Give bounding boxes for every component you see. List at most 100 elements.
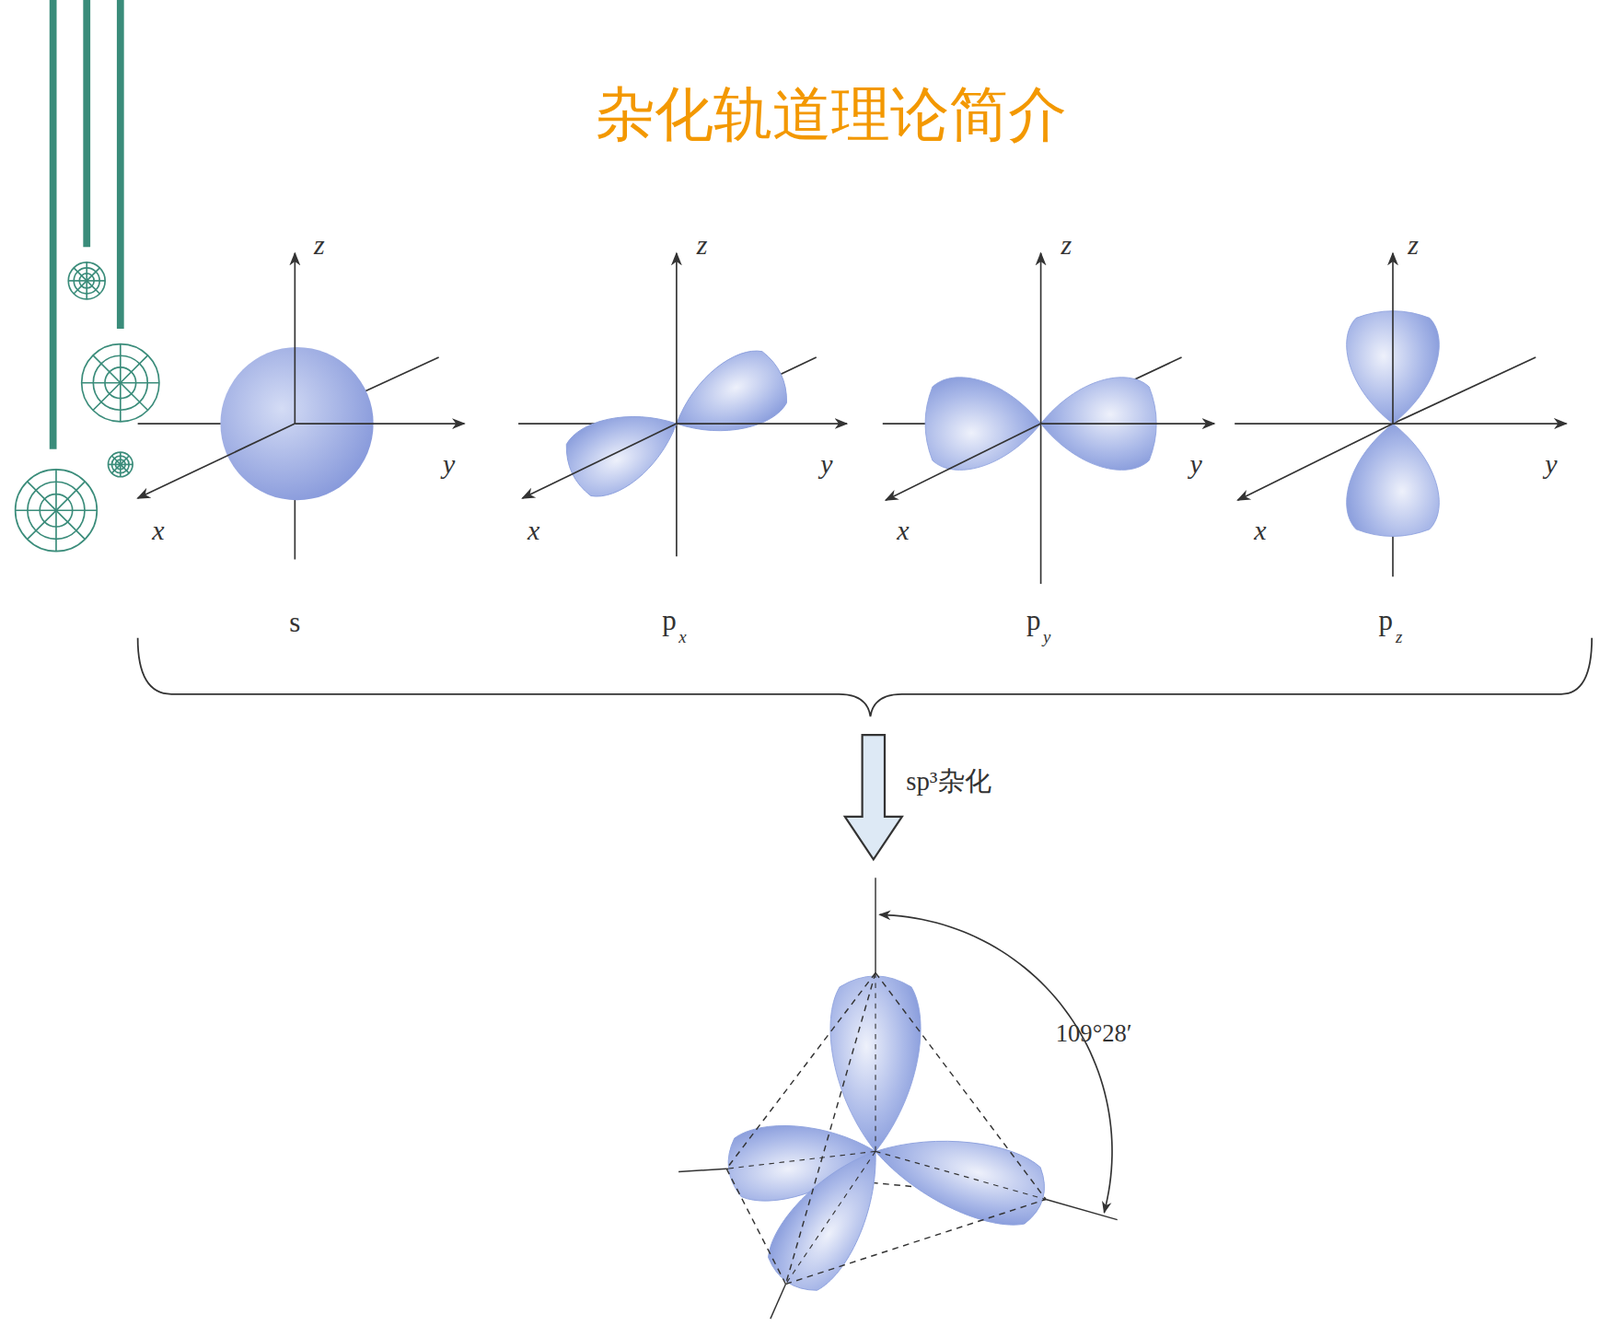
ornament bbox=[55, 469, 58, 511]
tetrahedron-edge bbox=[785, 1198, 1046, 1284]
bond-axis bbox=[678, 1168, 727, 1172]
ornament bbox=[119, 452, 122, 464]
ornament bbox=[120, 463, 133, 466]
axis-label: y bbox=[442, 450, 455, 478]
axis-label: x bbox=[527, 516, 540, 545]
axis-label: z bbox=[313, 231, 325, 259]
ornament bbox=[85, 262, 88, 281]
ornament bbox=[119, 463, 122, 476]
orbital-lobe bbox=[865, 1115, 1054, 1235]
bond-axis bbox=[874, 877, 876, 973]
axis-line bbox=[138, 423, 296, 499]
ornament bbox=[81, 344, 160, 422]
axis-label: z bbox=[1407, 231, 1419, 259]
orbital-panel bbox=[882, 253, 1215, 584]
ornament bbox=[56, 481, 85, 511]
tetrahedron-edge bbox=[874, 972, 876, 1151]
tetrahedron-edge bbox=[785, 1150, 876, 1284]
orbital-panel bbox=[1234, 253, 1566, 577]
orbital-panel bbox=[138, 253, 465, 560]
orbital-name: s bbox=[289, 608, 301, 638]
angle-arc bbox=[880, 914, 1113, 1213]
ornament bbox=[73, 280, 87, 294]
ornament bbox=[111, 455, 120, 464]
axis-label: z bbox=[1060, 231, 1072, 259]
ornament bbox=[120, 382, 149, 411]
axis-label: x bbox=[151, 516, 164, 545]
orbital-name: p bbox=[1026, 605, 1042, 635]
orbital-name: p bbox=[1378, 605, 1393, 635]
ornament bbox=[15, 469, 98, 552]
tetrahedron-edge bbox=[875, 1150, 1046, 1199]
tetrahedron-edge bbox=[875, 972, 1046, 1199]
ornament bbox=[81, 382, 121, 384]
ornament bbox=[73, 267, 87, 281]
axis-label: y bbox=[1544, 450, 1557, 478]
ornament bbox=[55, 510, 58, 551]
orbital-lobe bbox=[830, 975, 921, 1151]
axis-line bbox=[294, 422, 464, 425]
ornament bbox=[107, 463, 120, 466]
ornament bbox=[85, 280, 88, 300]
orbital-lobe bbox=[1346, 423, 1440, 536]
ornament bbox=[15, 509, 57, 511]
ornament bbox=[86, 279, 105, 282]
axis-line bbox=[522, 423, 677, 499]
orbital-subscript: y bbox=[1043, 627, 1051, 646]
axis-label: y bbox=[820, 450, 833, 478]
ornament bbox=[68, 279, 87, 282]
ornament bbox=[120, 463, 129, 473]
annotation: sp³杂化 bbox=[905, 767, 991, 795]
axis-line bbox=[675, 253, 678, 424]
ornament bbox=[92, 355, 121, 383]
ornament bbox=[120, 355, 149, 383]
axis-line bbox=[294, 253, 297, 424]
axis-label: x bbox=[896, 516, 909, 545]
ornament bbox=[111, 463, 120, 473]
ornament bbox=[120, 455, 129, 464]
axis-line bbox=[1234, 422, 1393, 425]
axis-label: y bbox=[1189, 450, 1202, 478]
tetrahedron-edge bbox=[726, 1150, 876, 1169]
orbital-subscript: x bbox=[678, 627, 686, 646]
ornament bbox=[27, 481, 57, 511]
bond-axis bbox=[770, 1283, 787, 1319]
axis-line bbox=[1040, 253, 1043, 424]
axis-label: x bbox=[1253, 516, 1266, 545]
ornament bbox=[107, 452, 133, 477]
axis-line bbox=[1392, 422, 1566, 425]
ornament bbox=[68, 262, 105, 300]
slide-title: 杂化轨道理论简介 bbox=[595, 84, 1067, 144]
axis-line bbox=[1040, 423, 1043, 584]
annotation: 109°28′ bbox=[1055, 1020, 1133, 1045]
ornament bbox=[120, 382, 160, 384]
orbital-lobe bbox=[660, 341, 797, 456]
ornament bbox=[56, 510, 85, 539]
axis-line bbox=[1041, 422, 1215, 425]
orbital-subscript: z bbox=[1395, 627, 1403, 646]
ornament bbox=[86, 280, 100, 294]
decoration bbox=[15, 0, 160, 552]
tetrahedron-edge bbox=[726, 1168, 786, 1284]
axis-label: z bbox=[696, 231, 708, 259]
axis-line bbox=[885, 423, 1041, 500]
hollow-arrow bbox=[845, 734, 903, 859]
axis-line bbox=[1391, 253, 1394, 424]
ornament bbox=[27, 510, 57, 539]
ornament bbox=[119, 344, 122, 383]
brace bbox=[138, 637, 1592, 717]
ornament bbox=[119, 382, 122, 422]
axis-line bbox=[676, 422, 847, 425]
ornament bbox=[92, 382, 121, 411]
ornament bbox=[86, 267, 100, 281]
orbital-panel bbox=[518, 253, 847, 557]
axis-line bbox=[675, 423, 678, 557]
tetrahedron-edge bbox=[726, 972, 876, 1169]
orbital-lobe bbox=[925, 377, 1042, 471]
tetrahedron-edge bbox=[785, 972, 876, 1284]
axis-line bbox=[1238, 423, 1393, 500]
ornament bbox=[56, 509, 97, 511]
orbital-name: p bbox=[661, 605, 677, 635]
